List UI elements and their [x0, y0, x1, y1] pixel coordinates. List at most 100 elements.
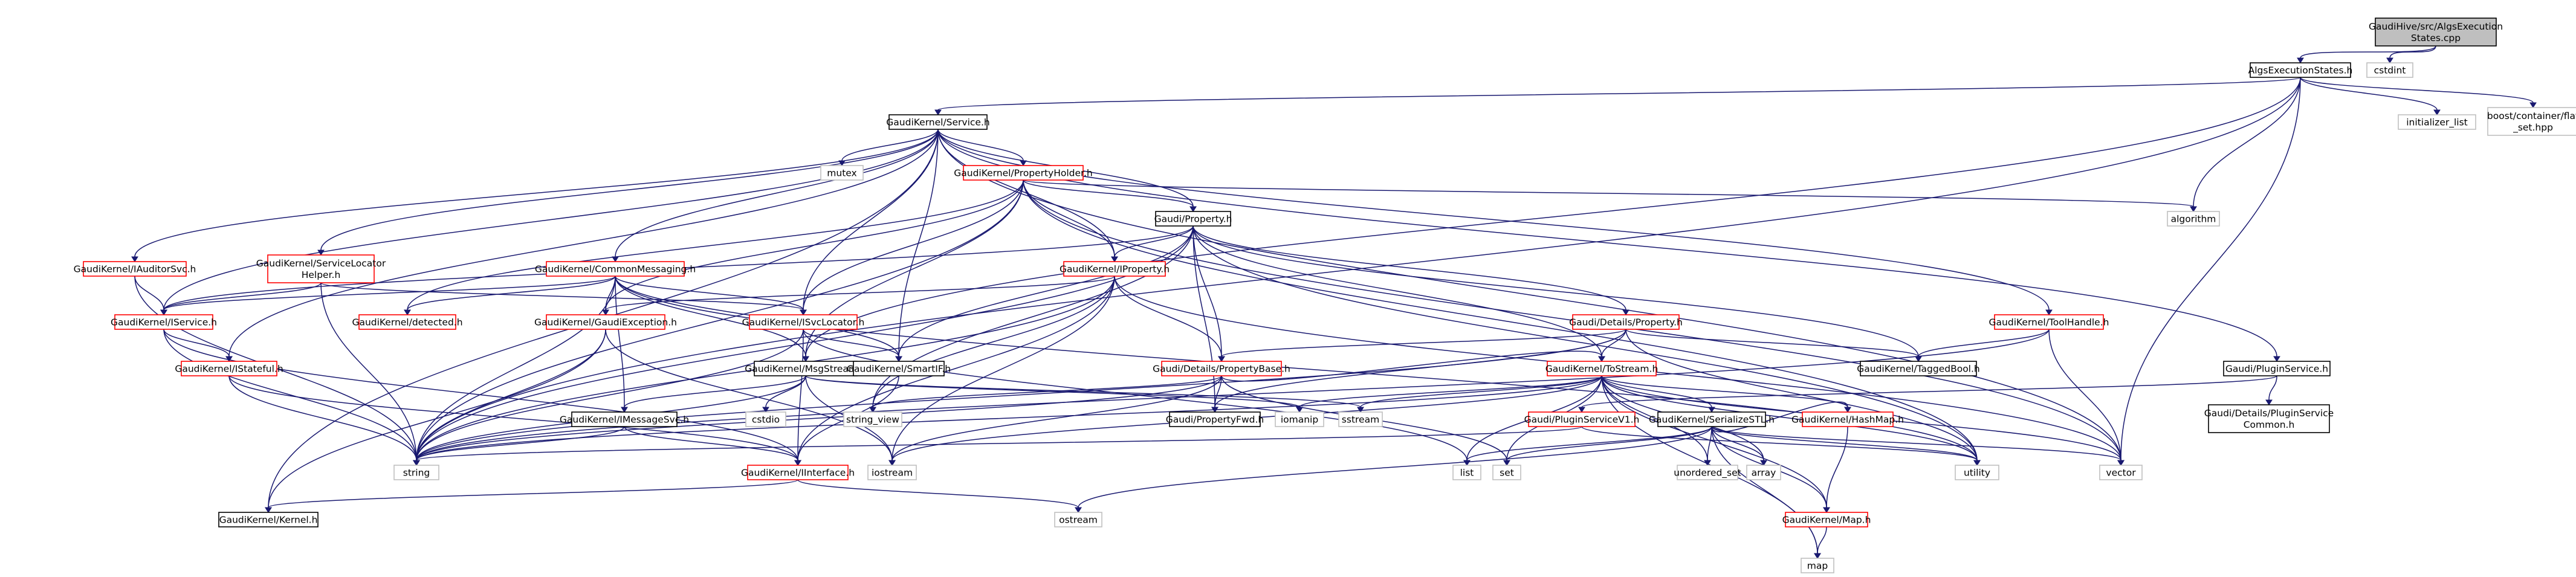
node-prop-fwd[interactable]: Gaudi/PropertyFwd.h: [1166, 411, 1264, 427]
node-msgstream[interactable]: GaudiKernel/MsgStream.h: [745, 361, 867, 376]
node-box: [1054, 512, 1102, 527]
edge-serialize-stl-to-ostream: [1075, 426, 1712, 513]
node-label: GaudiKernel/IService.h: [111, 317, 217, 328]
node-box: [745, 411, 786, 427]
node-label: GaudiKernel/detected.h: [352, 317, 462, 328]
node-label: GaudiKernel/IMessageSvc.h: [560, 414, 689, 425]
edge-msgstream-to-cstdio: [762, 375, 806, 413]
edge-hashmap-to-map-h: [1823, 426, 1848, 513]
node-box: [2375, 18, 2497, 47]
node-kernel[interactable]: GaudiKernel/Kernel.h: [218, 512, 319, 527]
node-cstdio: cstdio: [745, 411, 786, 427]
node-list: list: [1452, 465, 1481, 480]
node-box: [1994, 314, 2104, 330]
node-taggedbool[interactable]: GaudiKernel/TaggedBool.h: [1857, 361, 1980, 376]
node-istateful[interactable]: GaudiKernel/IStateful.h: [175, 361, 283, 376]
node-string-view: string_view: [843, 411, 902, 427]
node-label: map: [1807, 561, 1828, 572]
node-box: [1677, 465, 1738, 480]
node-detected[interactable]: GaudiKernel/detected.h: [352, 314, 463, 330]
node-details-prop[interactable]: Gaudi/Details/Property.h: [1569, 314, 1683, 330]
node-gaudi-prop[interactable]: Gaudi/Property.h: [1154, 211, 1232, 227]
node-box: [358, 314, 456, 330]
edge-prop-holder-to-msgstream: [802, 179, 1024, 362]
node-label: boost/container/flat: [2487, 111, 2576, 121]
node-box: [1860, 361, 1977, 376]
node-box: [1746, 465, 1781, 480]
node-label: GaudiKernel/IStateful.h: [175, 364, 283, 375]
node-label: States.cpp: [2411, 33, 2461, 44]
node-map-h[interactable]: GaudiKernel/Map.h: [1782, 512, 1871, 527]
node-label: GaudiKernel/ServiceLocator: [256, 258, 386, 269]
node-label: mutex: [827, 168, 856, 179]
node-imsg-svc[interactable]: GaudiKernel/IMessageSvc.h: [560, 411, 689, 427]
node-box: [1452, 465, 1481, 480]
node-plugin-service[interactable]: Gaudi/PluginService.h: [2223, 361, 2331, 376]
node-ostream: ostream: [1054, 512, 1102, 527]
edge-gaudi-exc-to-kernel: [265, 329, 606, 513]
node-box: [571, 411, 678, 427]
node-interface[interactable]: GaudiKernel/IInterface.h: [741, 465, 855, 480]
node-map: map: [1801, 558, 1834, 573]
node-box: [754, 361, 858, 376]
node-iauditor[interactable]: GaudiKernel/IAuditorSvc.h: [74, 261, 196, 277]
node-label: set: [1500, 468, 1514, 479]
node-smartif[interactable]: GaudiKernel/SmartIF.h: [847, 361, 951, 376]
node-root[interactable]: GaudiHive/src/AlgsExecutionStates.cpp: [2369, 18, 2503, 47]
node-iservice[interactable]: GaudiKernel/IService.h: [111, 314, 217, 330]
node-service-h[interactable]: GaudiKernel/Service.h: [886, 114, 990, 130]
node-box: [2366, 62, 2413, 78]
node-plugin-v1[interactable]: Gaudi/PluginServiceV1.h: [1524, 411, 1640, 427]
node-serialize-stl[interactable]: GaudiKernel/SerializeSTL.h: [1649, 411, 1775, 427]
node-label: string: [403, 468, 430, 479]
edge-common-msg-to-iservice: [160, 276, 616, 315]
node-tostream[interactable]: GaudiKernel/ToStream.h: [1545, 361, 1659, 376]
edge-aes-h-to-service-h: [934, 77, 2301, 115]
node-iproperty[interactable]: GaudiKernel/IProperty.h: [1060, 261, 1170, 277]
node-utility: utility: [1955, 465, 1999, 480]
node-sstream: sstream: [1338, 411, 1383, 427]
node-box: [1492, 465, 1521, 480]
node-box: [747, 465, 849, 480]
node-label: ostream: [1059, 515, 1098, 526]
node-box: [2167, 211, 2220, 227]
node-box: [218, 512, 319, 527]
node-label: GaudiKernel/ToStream.h: [1545, 364, 1659, 375]
node-label: iostream: [872, 468, 913, 479]
node-box: [546, 314, 665, 330]
node-box: [1572, 314, 1680, 330]
edge-toolhandle-to-taggedbool: [1915, 329, 2050, 362]
node-iostream: iostream: [867, 465, 917, 480]
edge-prop-base-to-tostream: [1221, 350, 1605, 382]
node-box: [1275, 411, 1324, 427]
node-label: GaudiKernel/SerializeSTL.h: [1649, 414, 1775, 425]
node-label: unordered_set: [1674, 468, 1741, 479]
node-unordered-set: unordered_set: [1674, 465, 1741, 480]
node-label: GaudiKernel/GaudiException.h: [534, 317, 677, 328]
node-prop-holder[interactable]: GaudiKernel/PropertyHolder.h: [954, 165, 1093, 181]
node-box: [2487, 107, 2576, 136]
node-label: Gaudi/Details/PropertyBase.h: [1153, 364, 1290, 375]
node-label: GaudiKernel/TaggedBool.h: [1857, 364, 1980, 375]
node-isvclocator[interactable]: GaudiKernel/ISvcLocator.h: [742, 314, 865, 330]
edge-prop-holder-to-isvclocator: [800, 179, 1024, 315]
edge-aes-h-to-algorithm: [2190, 77, 2301, 212]
node-box: [820, 165, 864, 181]
node-aes-h[interactable]: AlgsExecutionStates.h: [2248, 62, 2353, 78]
node-label: GaudiKernel/PropertyHolder.h: [954, 168, 1093, 179]
node-box: [1338, 411, 1383, 427]
node-label: _set.hpp: [2513, 122, 2553, 134]
node-common-msg[interactable]: GaudiKernel/CommonMessaging.h: [535, 261, 696, 277]
node-gaudi-exc[interactable]: GaudiKernel/GaudiException.h: [534, 314, 677, 330]
node-box: [963, 165, 1084, 181]
node-label: sstream: [1342, 414, 1379, 425]
edge-iproperty-to-gaudi-exc: [602, 276, 1115, 315]
node-box: [546, 261, 685, 277]
node-hashmap[interactable]: GaudiKernel/HashMap.h: [1791, 411, 1904, 427]
node-prop-base[interactable]: Gaudi/Details/PropertyBase.h: [1153, 361, 1290, 376]
edge-serialize-stl-to-hashmap: [1711, 401, 1851, 433]
node-toolhandle[interactable]: GaudiKernel/ToolHandle.h: [1989, 314, 2109, 330]
edge-service-h-to-iservice: [160, 129, 939, 315]
